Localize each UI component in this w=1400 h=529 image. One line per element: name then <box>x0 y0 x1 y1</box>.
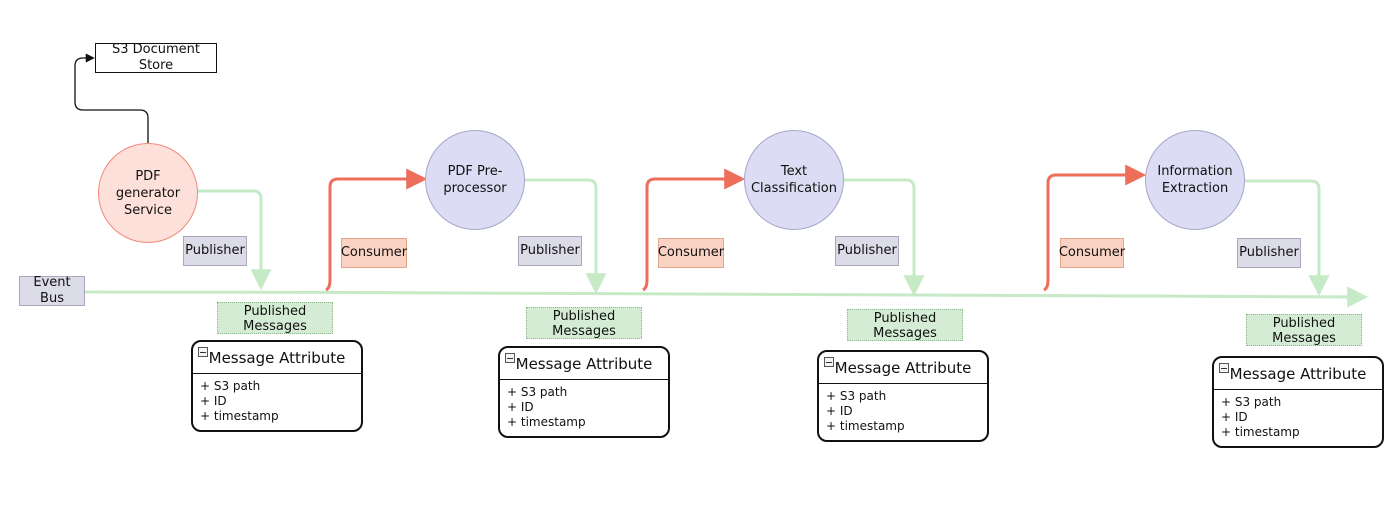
field-timestamp: + timestamp <box>1221 425 1300 439</box>
node-label: Text Classification <box>750 164 838 196</box>
publisher-tag-4: Publisher <box>1237 238 1301 268</box>
card-title: Message Attribute <box>193 342 361 374</box>
text-classification-node[interactable]: Text Classification <box>744 130 844 230</box>
collapse-icon[interactable] <box>824 357 834 367</box>
field-s3-path: + S3 path <box>826 389 887 403</box>
collapse-icon[interactable] <box>1219 363 1229 373</box>
message-attribute-card-3: Message Attribute + S3 path + ID + times… <box>817 350 989 442</box>
field-s3-path: + S3 path <box>507 385 568 399</box>
card-title: Message Attribute <box>1214 358 1382 390</box>
s3-document-store: S3 Document Store <box>95 42 217 73</box>
pdf-preprocessor-node[interactable]: PDF Pre-processor <box>425 130 525 230</box>
node-label: PDF Pre-processor <box>443 164 507 196</box>
collapse-icon[interactable] <box>505 353 515 363</box>
publisher-arrow-3 <box>831 178 925 297</box>
publisher-tag-3: Publisher <box>835 236 899 266</box>
published-messages-2: Published Messages <box>526 307 642 339</box>
field-timestamp: + timestamp <box>200 409 279 423</box>
node-label: PDF generator Service <box>115 168 181 218</box>
event-bus-label: Event Bus <box>19 275 85 306</box>
collapse-icon[interactable] <box>198 347 208 357</box>
event-bus-line <box>84 286 1369 308</box>
field-id: + ID <box>200 394 227 408</box>
publisher-tag-2: Publisher <box>518 236 582 266</box>
node-label: Information Extraction <box>1157 164 1233 196</box>
published-messages-1: Published Messages <box>217 302 333 334</box>
consumer-arrow-1 <box>325 168 428 292</box>
publisher-tag-1: Publisher <box>183 236 247 266</box>
publisher-arrow-2 <box>521 178 607 295</box>
message-attribute-card-2: Message Attribute + S3 path + ID + times… <box>498 346 670 438</box>
published-messages-4: Published Messages <box>1246 314 1362 346</box>
pdf-generator-service-node[interactable]: PDF generator Service <box>98 143 198 243</box>
message-attribute-card-1: Message Attribute + S3 path + ID + times… <box>191 340 363 432</box>
consumer-arrow-3 <box>1043 164 1147 292</box>
consumer-tag-2: Consumer <box>658 238 724 268</box>
field-s3-path: + S3 path <box>200 379 261 393</box>
field-id: + ID <box>1221 410 1248 424</box>
consumer-arrow-2 <box>642 168 746 292</box>
consumer-tag-1: Consumer <box>341 238 407 268</box>
published-messages-3: Published Messages <box>847 309 963 341</box>
publisher-arrow-1 <box>194 189 272 291</box>
card-title: Message Attribute <box>819 352 987 384</box>
field-s3-path: + S3 path <box>1221 395 1282 409</box>
field-timestamp: + timestamp <box>507 415 586 429</box>
field-id: + ID <box>826 404 853 418</box>
consumer-tag-3: Consumer <box>1059 238 1125 268</box>
field-id: + ID <box>507 400 534 414</box>
field-timestamp: + timestamp <box>826 419 905 433</box>
store-connector <box>74 53 149 143</box>
message-attribute-card-4: Message Attribute + S3 path + ID + times… <box>1212 356 1384 448</box>
information-extraction-node[interactable]: Information Extraction <box>1145 130 1245 230</box>
card-title: Message Attribute <box>500 348 668 380</box>
publisher-arrow-4 <box>1241 179 1330 297</box>
